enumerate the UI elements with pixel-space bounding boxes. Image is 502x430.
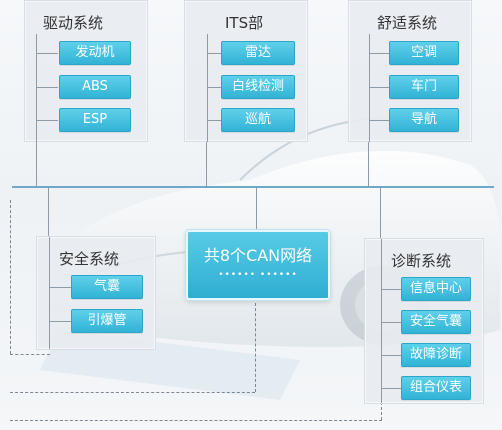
ac-button[interactable]: 空调	[389, 41, 459, 65]
safety-system-group: 安全系统 气囊 引爆管	[36, 236, 156, 350]
can-bus-line	[12, 186, 494, 188]
info-center-button[interactable]: 信息中心	[401, 277, 471, 301]
diagnosis-bus-link	[380, 188, 381, 238]
can-network-title: 共8个CAN网络	[203, 246, 313, 265]
safety-branch-2	[49, 321, 71, 322]
diagnosis-branch-4	[381, 388, 401, 389]
can-network-center[interactable]: 共8个CAN网络 •••••• ••••••	[186, 230, 330, 300]
safety-dash-v	[10, 200, 11, 354]
abs-button[interactable]: ABS	[59, 75, 131, 99]
center-bus-link	[256, 188, 257, 230]
drive-system-title: 驱动系统	[43, 14, 104, 32]
its-branch-2	[207, 87, 221, 88]
comfort-bus-link	[368, 140, 369, 187]
comfort-system-group: 舒适系统 空调 车门 导航	[348, 0, 472, 142]
comfort-branch-1	[369, 53, 389, 54]
diagnosis-tree-trunk	[381, 239, 382, 403]
instrument-cluster-button[interactable]: 组合仪表	[401, 376, 471, 400]
diagnosis-system-group: 诊断系统 信息中心 安全气囊 故障诊断 组合仪表	[364, 238, 484, 404]
its-branch-1	[207, 53, 221, 54]
comfort-system-title: 舒适系统	[377, 14, 438, 32]
drive-branch-2	[36, 87, 58, 88]
drive-branch-3	[36, 120, 58, 121]
comfort-branch-3	[369, 120, 389, 121]
safety-branch-1	[49, 287, 71, 288]
cruise-button[interactable]: 巡航	[221, 108, 295, 132]
comfort-branch-2	[369, 87, 389, 88]
detonator-button[interactable]: 引爆管	[71, 309, 143, 333]
airbag-button[interactable]: 气囊	[71, 275, 143, 299]
safety-system-title: 安全系统	[59, 250, 120, 268]
drive-tree-trunk	[36, 34, 37, 142]
engine-button[interactable]: 发动机	[59, 41, 131, 65]
drive-bus-link	[36, 140, 37, 187]
diagnosis-branch-1	[381, 289, 401, 290]
navigation-button[interactable]: 导航	[389, 108, 459, 132]
door-button[interactable]: 车门	[389, 75, 459, 99]
diagnosis-system-title: 诊断系统	[391, 252, 452, 270]
its-bus-link	[206, 140, 207, 187]
its-group: ITS部 雷达 白线检测 巡航	[184, 0, 308, 142]
safety-airbag-button[interactable]: 安全气囊	[401, 310, 471, 334]
its-title: ITS部	[225, 14, 264, 32]
safety-bus-link	[48, 188, 49, 236]
esp-button[interactable]: ESP	[59, 108, 131, 132]
can-network-dots: •••••• ••••••	[218, 270, 298, 280]
radar-button[interactable]: 雷达	[221, 41, 295, 65]
fault-diagnosis-button[interactable]: 故障诊断	[401, 343, 471, 367]
center-dash-h1	[10, 392, 255, 393]
center-dash-h2	[10, 420, 382, 421]
drive-branch-1	[36, 53, 58, 54]
its-branch-3	[207, 120, 221, 121]
diagnosis-branch-3	[381, 355, 401, 356]
lane-detection-button[interactable]: 白线检测	[221, 75, 295, 99]
its-tree-trunk	[207, 34, 208, 142]
comfort-tree-trunk	[369, 34, 370, 142]
diag-dash-v	[381, 402, 382, 420]
diagnosis-branch-2	[381, 322, 401, 323]
drive-system-group: 驱动系统 发动机 ABS ESP	[24, 0, 148, 142]
safety-tree-trunk	[49, 237, 50, 349]
center-dash-v	[255, 298, 256, 392]
safety-dash-h	[10, 354, 50, 355]
